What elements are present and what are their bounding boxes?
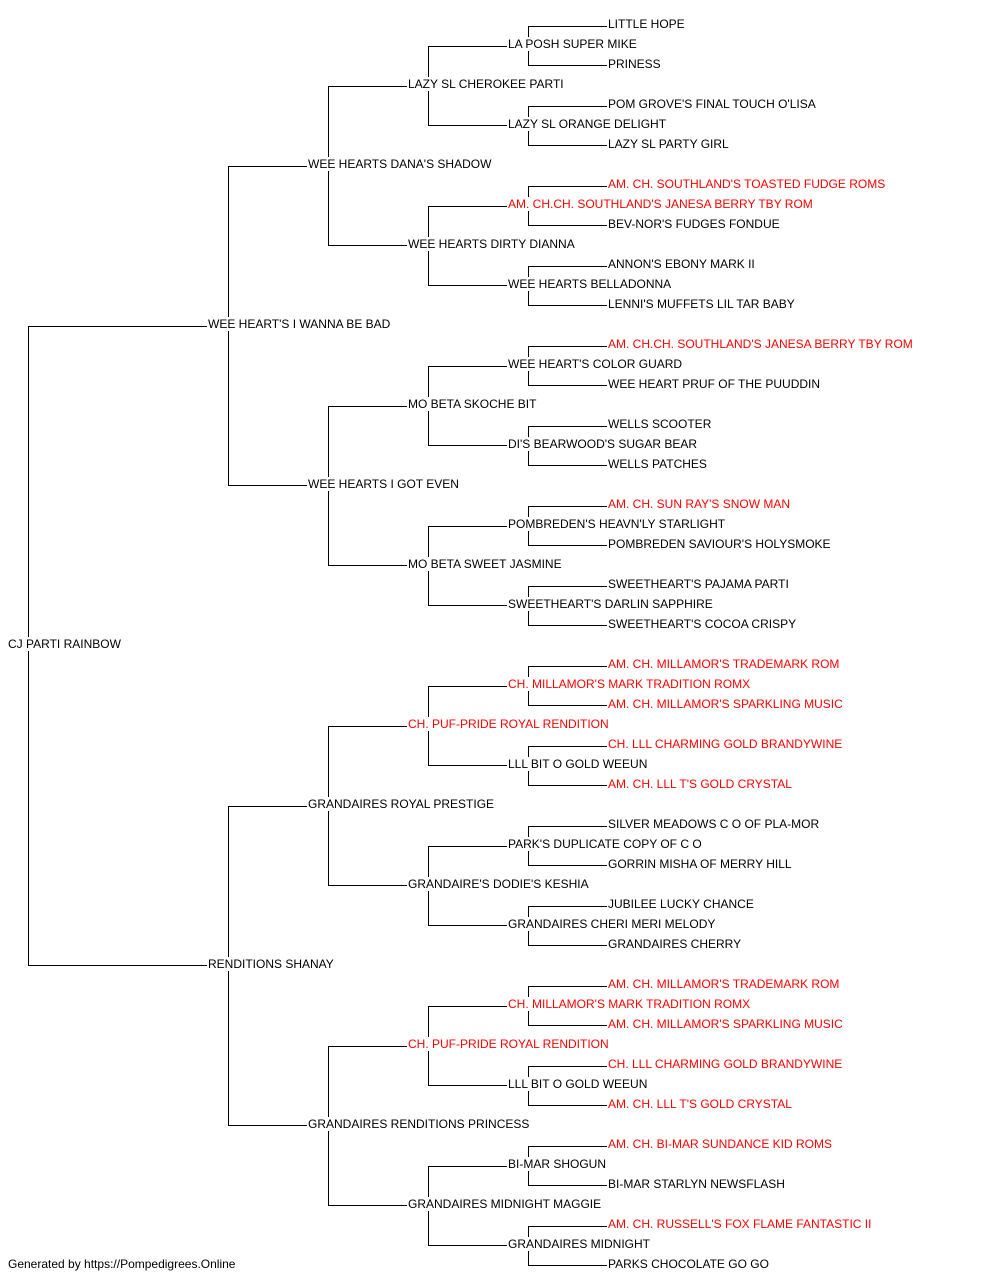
gg-grandparent-name: WEE HEART'S COLOR GUARD [507, 357, 684, 371]
grandparent-name: GRANDAIRES ROYAL PRESTIGE [307, 797, 496, 811]
great-grandparent-name: MO BETA SWEET JASMINE [407, 557, 563, 571]
ggg-grandparent-name: GORRIN MISHA OF MERRY HILL [607, 857, 793, 871]
gg-grandparent-name: CH. MILLAMOR'S MARK TRADITION ROMX [507, 677, 752, 691]
gg-grandparent-name: CH. MILLAMOR'S MARK TRADITION ROMX [507, 997, 752, 1011]
ggg-grandparent-name: AM. CH. SUN RAY'S SNOW MAN [607, 497, 792, 511]
ggg-grandparent-name: ANNON'S EBONY MARK II [607, 257, 756, 271]
gg-grandparent-name: GRANDAIRES CHERI MERI MELODY [507, 917, 717, 931]
ggg-grandparent-name: AM. CH. MILLAMOR'S SPARKLING MUSIC [607, 697, 844, 711]
great-grandparent-name: MO BETA SKOCHE BIT [407, 397, 538, 411]
gg-grandparent-name: LLL BIT O GOLD WEEUN [507, 757, 649, 771]
ggg-grandparent-name: AM. CH. MILLAMOR'S TRADEMARK ROM [607, 657, 841, 671]
gg-grandparent-name: LLL BIT O GOLD WEEUN [507, 1077, 649, 1091]
great-grandparent-name: GRANDAIRE'S DODIE'S KESHIA [407, 877, 590, 891]
gg-grandparent-name: DI'S BEARWOOD'S SUGAR BEAR [507, 437, 699, 451]
ggg-grandparent-name: JUBILEE LUCKY CHANCE [607, 897, 755, 911]
ggg-grandparent-name: BI-MAR STARLYN NEWSFLASH [607, 1177, 786, 1191]
great-grandparent-name: CH. PUF-PRIDE ROYAL RENDITION [407, 1037, 610, 1051]
ggg-grandparent-name: SILVER MEADOWS C O OF PLA-MOR [607, 817, 821, 831]
ggg-grandparent-name: AM. CH. SOUTHLAND'S TOASTED FUDGE ROMS [607, 177, 887, 191]
ggg-grandparent-name: LAZY SL PARTY GIRL [607, 137, 730, 151]
gg-grandparent-name: GRANDAIRES MIDNIGHT [507, 1237, 652, 1251]
generated-by-footer: Generated by https://Pompedigrees.Online [8, 1257, 236, 1271]
ggg-grandparent-name: WEE HEART PRUF OF THE PUUDDIN [607, 377, 822, 391]
ggg-grandparent-name: CH. LLL CHARMING GOLD BRANDYWINE [607, 1057, 844, 1071]
ggg-grandparent-name: AM. CH. MILLAMOR'S SPARKLING MUSIC [607, 1017, 844, 1031]
ggg-grandparent-name: CH. LLL CHARMING GOLD BRANDYWINE [607, 737, 844, 751]
parent-name: WEE HEART'S I WANNA BE BAD [207, 317, 392, 331]
great-grandparent-name: CH. PUF-PRIDE ROYAL RENDITION [407, 717, 610, 731]
ggg-grandparent-name: LITTLE HOPE [607, 17, 686, 31]
gg-grandparent-name: SWEETHEART'S DARLIN SAPPHIRE [507, 597, 714, 611]
ggg-grandparent-name: POMBREDEN SAVIOUR'S HOLYSMOKE [607, 537, 832, 551]
ggg-grandparent-name: GRANDAIRES CHERRY [607, 937, 743, 951]
ggg-grandparent-name: PRINESS [607, 57, 662, 71]
ggg-grandparent-name: BEV-NOR'S FUDGES FONDUE [607, 217, 781, 231]
ggg-grandparent-name: AM. CH. LLL T'S GOLD CRYSTAL [607, 1097, 793, 1111]
ggg-grandparent-name: PARKS CHOCOLATE GO GO [607, 1257, 770, 1271]
ggg-grandparent-name: AM. CH. RUSSELL'S FOX FLAME FANTASTIC II [607, 1217, 873, 1231]
ggg-grandparent-name: AM. CH. BI-MAR SUNDANCE KID ROMS [607, 1137, 834, 1151]
ggg-grandparent-name: WELLS PATCHES [607, 457, 708, 471]
gg-grandparent-name: PARK'S DUPLICATE COPY OF C O [507, 837, 703, 851]
parent-name: RENDITIONS SHANAY [207, 957, 335, 971]
grandparent-name: WEE HEARTS I GOT EVEN [307, 477, 460, 491]
gg-grandparent-name: BI-MAR SHOGUN [507, 1157, 608, 1171]
subject-name: CJ PARTI RAINBOW [7, 637, 122, 651]
gg-grandparent-name: POMBREDEN'S HEAVN'LY STARLIGHT [507, 517, 727, 531]
ggg-grandparent-name: WELLS SCOOTER [607, 417, 713, 431]
great-grandparent-name: GRANDAIRES MIDNIGHT MAGGIE [407, 1197, 603, 1211]
ggg-grandparent-name: AM. CH.CH. SOUTHLAND'S JANESA BERRY TBY … [607, 337, 914, 351]
ggg-grandparent-name: SWEETHEART'S COCOA CRISPY [607, 617, 798, 631]
ggg-grandparent-name: SWEETHEART'S PAJAMA PARTI [607, 577, 790, 591]
gg-grandparent-name: AM. CH.CH. SOUTHLAND'S JANESA BERRY TBY … [507, 197, 814, 211]
gg-grandparent-name: WEE HEARTS BELLADONNA [507, 277, 673, 291]
gg-grandparent-name: LAZY SL ORANGE DELIGHT [507, 117, 668, 131]
gg-grandparent-name: LA POSH SUPER MIKE [507, 37, 638, 51]
grandparent-name: WEE HEARTS DANA'S SHADOW [307, 157, 493, 171]
ggg-grandparent-name: AM. CH. LLL T'S GOLD CRYSTAL [607, 777, 793, 791]
great-grandparent-name: WEE HEARTS DIRTY DIANNA [407, 237, 576, 251]
grandparent-name: GRANDAIRES RENDITIONS PRINCESS [307, 1117, 531, 1131]
ggg-grandparent-name: LENNI'S MUFFETS LIL TAR BABY [607, 297, 796, 311]
great-grandparent-name: LAZY SL CHEROKEE PARTI [407, 77, 565, 91]
ggg-grandparent-name: AM. CH. MILLAMOR'S TRADEMARK ROM [607, 977, 841, 991]
ggg-grandparent-name: POM GROVE'S FINAL TOUCH O'LISA [607, 97, 817, 111]
